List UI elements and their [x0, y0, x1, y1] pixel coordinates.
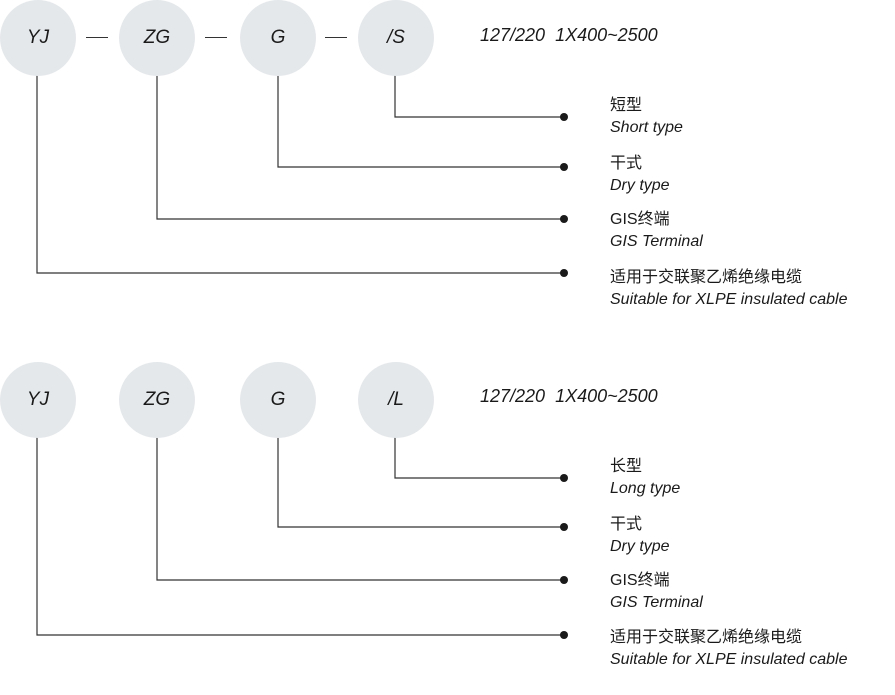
label-zh: 干式 [610, 516, 643, 533]
connector-dot [560, 113, 568, 121]
label-en: Long type [610, 480, 681, 497]
label-gis: GIS终端 GIS Terminal [610, 570, 703, 614]
label-zh: GIS终端 [610, 211, 670, 228]
code-circle-zg: ZG [119, 0, 195, 76]
label-en: Dry type [610, 177, 670, 194]
connector-dot [560, 269, 568, 277]
label-en: Suitable for XLPE insulated cable [610, 651, 848, 668]
label-zh: 适用于交联聚乙烯绝缘电缆 [610, 629, 803, 646]
label-zh: 干式 [610, 155, 643, 172]
label-suffix: 短型 Short type [610, 95, 683, 139]
connector-line-l [394, 435, 563, 479]
label-en: GIS Terminal [610, 594, 703, 611]
code-text: ZG [143, 389, 171, 410]
code-text: YJ [26, 27, 50, 48]
connector-line-yj [36, 435, 563, 636]
label-en: Dry type [610, 538, 670, 555]
code-text: ZG [143, 27, 171, 48]
separator-dash [86, 37, 108, 38]
model-code-diagram-long: YJ ZG G /L 127/220 1X400~2500 长型 Long ty… [0, 362, 895, 695]
connector-line-zg [156, 435, 563, 581]
label-dry: 干式 Dry type [610, 153, 670, 197]
code-circle-yj: YJ [0, 0, 76, 76]
label-zh: 短型 [610, 97, 643, 114]
model-code-diagram-short: YJ ZG G /S 127/220 1X400~2500 短型 Short t… [0, 0, 895, 333]
connector-line-s [394, 75, 563, 118]
code-circle-yj: YJ [0, 362, 76, 438]
code-circle-zg: ZG [119, 362, 195, 438]
connector-line-yj [36, 75, 563, 274]
label-zh: GIS终端 [610, 572, 670, 589]
separator-dash [325, 37, 347, 38]
label-xlpe: 适用于交联聚乙烯绝缘电缆 Suitable for XLPE insulated… [610, 267, 847, 311]
connector-dot [560, 474, 568, 482]
label-dry: 干式 Dry type [610, 514, 670, 558]
code-text: /L [388, 389, 404, 410]
connector-dot [560, 163, 568, 171]
label-en: Short type [610, 119, 683, 136]
code-text: G [270, 27, 286, 48]
connector-dot [560, 576, 568, 584]
code-text: /S [387, 27, 405, 48]
connector-line-g [277, 75, 563, 168]
label-gis: GIS终端 GIS Terminal [610, 209, 703, 253]
code-text: G [270, 389, 286, 410]
connector-dot [560, 523, 568, 531]
code-circle-g: G [240, 0, 316, 76]
spec-text: 127/220 1X400~2500 [480, 25, 658, 45]
connector-lines [36, 435, 568, 639]
connector-line-zg [156, 75, 563, 220]
label-suffix: 长型 Long type [610, 456, 680, 500]
code-circle-g: G [240, 362, 316, 438]
code-circle-suffix: /S [358, 0, 434, 76]
label-en: Suitable for XLPE insulated cable [610, 291, 848, 308]
connector-dot [560, 215, 568, 223]
code-circle-suffix: /L [358, 362, 434, 438]
label-en: GIS Terminal [610, 233, 703, 250]
connector-dot [560, 631, 568, 639]
label-xlpe: 适用于交联聚乙烯绝缘电缆 Suitable for XLPE insulated… [610, 627, 847, 671]
separator-dash [205, 37, 227, 38]
code-text: YJ [26, 389, 50, 410]
spec-text: 127/220 1X400~2500 [480, 386, 658, 406]
connector-line-g [277, 435, 563, 528]
label-zh: 长型 [610, 458, 643, 475]
connector-lines [36, 75, 568, 277]
label-zh: 适用于交联聚乙烯绝缘电缆 [610, 269, 803, 286]
